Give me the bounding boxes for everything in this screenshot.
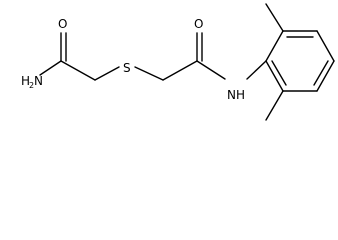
bond-nh-ring [246,60,267,80]
ring-inner-double-3 [271,60,287,86]
ring-inner-double-2 [313,60,329,86]
bond-c2-nh [196,60,226,80]
atom-o-left: O [58,17,67,31]
chemical-structure: O H 2 N S O NH [21,3,335,121]
methyl-bottom [265,90,284,121]
ring-bond-6 [265,60,284,92]
atom-nh2-subscript: 2 [29,81,34,90]
atom-nh2-n: N [34,74,43,88]
ring-bond-3 [316,30,335,62]
atom-nh: NH [227,88,245,102]
atom-o-right: O [194,17,203,31]
bond-s-ch2 [134,66,164,81]
atom-s: S [123,61,131,75]
bond-c1-ch2 [60,60,96,81]
ring-bond-4 [316,60,335,92]
bond-ch2-c2 [162,60,198,81]
methyl-top [265,3,284,32]
atom-nh2-h: H [21,74,30,88]
bond-ch2-s [94,66,120,81]
ring-bond-1 [265,30,284,62]
bond-c1-n [39,60,62,76]
